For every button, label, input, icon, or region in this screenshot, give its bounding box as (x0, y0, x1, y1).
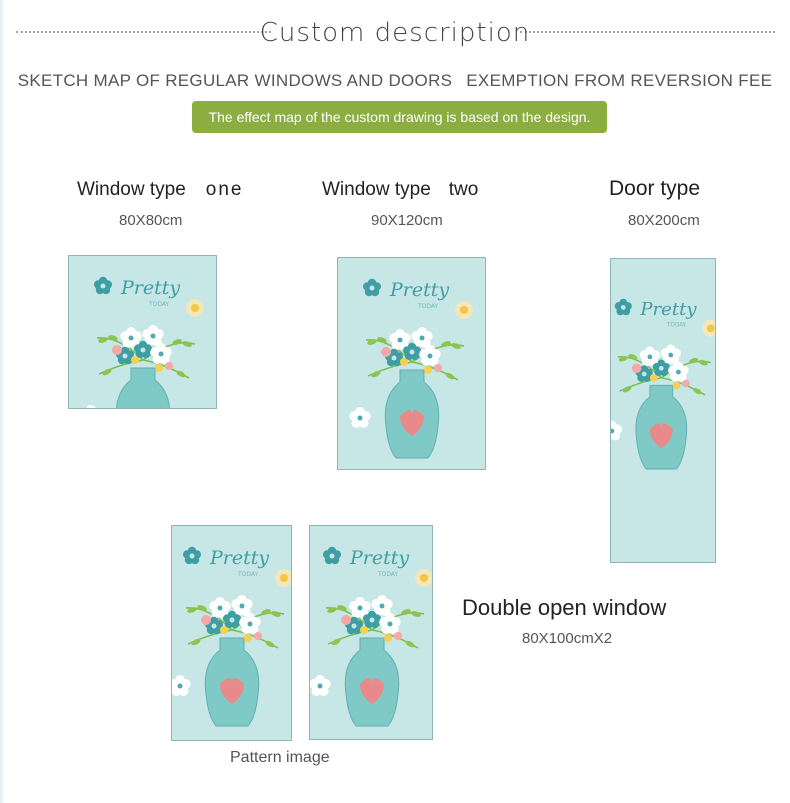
window-one-label-b: one (205, 179, 244, 200)
door-size: 80X200cm (628, 212, 700, 229)
pattern-art (310, 526, 432, 739)
door-preview (610, 258, 716, 563)
subtitle-left: SKETCH MAP OF REGULAR WINDOWS AND DOORS (17, 71, 453, 90)
pattern-caption: Pattern image (230, 749, 330, 766)
window-one-label: Window type one (77, 179, 243, 201)
window-one-label-a: Window type (77, 179, 186, 200)
window-two-label-a: Window type (322, 179, 431, 200)
door-label: Door type (609, 177, 701, 200)
window-one-size: 80X80cm (119, 212, 183, 229)
window-two-size: 90X120cm (371, 212, 443, 229)
double-window-label: Double open window (462, 595, 667, 620)
pattern-art (338, 258, 485, 469)
left-edge-rule (0, 0, 3, 803)
subtitle-right: EXEMPTION FROM REVERSION FEE (466, 71, 773, 90)
design-note-banner: The effect map of the custom drawing is … (192, 101, 607, 133)
window-two-label: Window type two (322, 179, 478, 201)
double-window-size: 80X100cmX2 (522, 630, 613, 647)
page-title: Custom description (259, 18, 531, 48)
pattern-art (172, 526, 291, 740)
double-window-left-preview (171, 525, 292, 741)
window-one-preview (68, 255, 217, 409)
pattern-art (69, 256, 216, 408)
window-two-label-b: two (448, 179, 479, 200)
window-two-preview (337, 257, 486, 470)
pattern-art (611, 259, 715, 562)
dotted-rule-right (520, 31, 775, 33)
subtitle: SKETCH MAP OF REGULAR WINDOWS AND DOORS E… (0, 71, 790, 91)
dotted-rule-left (16, 31, 271, 33)
double-window-right-preview (309, 525, 433, 740)
